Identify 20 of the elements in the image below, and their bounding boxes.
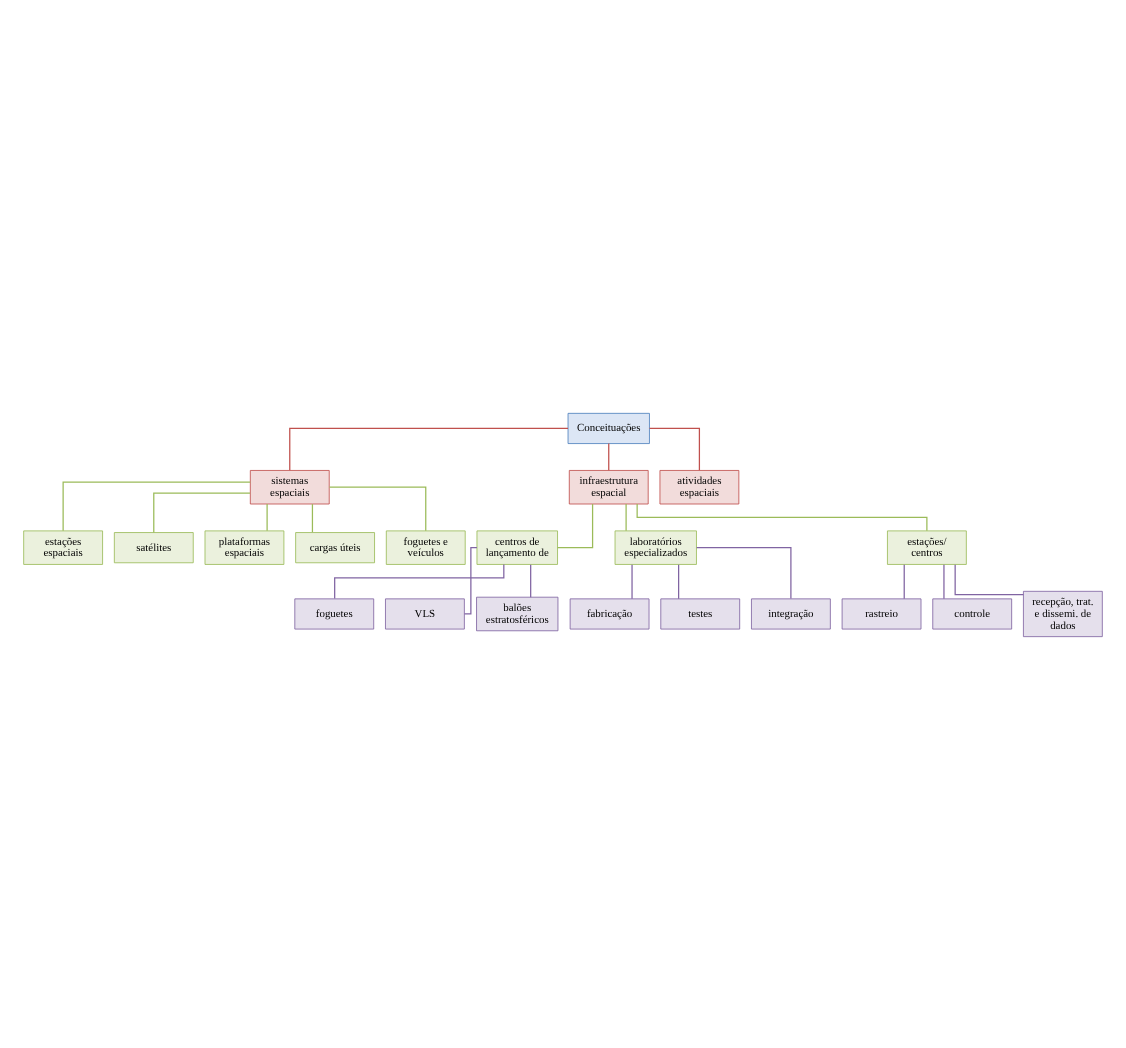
connector [153,491,251,533]
connector [648,426,701,470]
connector [636,502,928,531]
connector [943,563,945,599]
connector [631,563,633,599]
connector [954,563,1024,595]
connector [463,546,478,614]
connector [696,546,792,599]
connector [608,441,610,470]
connector [266,502,268,531]
connector [625,502,627,531]
connector [530,563,532,597]
connector [678,563,680,599]
connector [556,502,594,548]
connector [334,562,505,599]
connector [289,426,569,470]
connector [62,480,251,531]
connector [903,563,905,599]
connector [328,485,427,531]
connector [311,502,314,532]
